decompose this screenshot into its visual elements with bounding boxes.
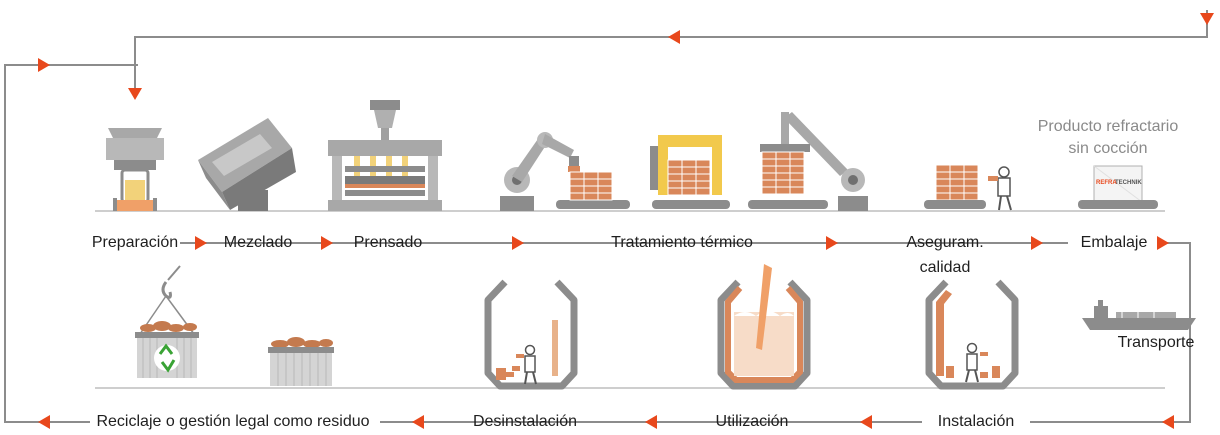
arrow-down-icon (1157, 236, 1169, 250)
step-label-prensado: Prensado (353, 234, 423, 251)
press-icon (328, 100, 442, 211)
arrow-right-icon (321, 236, 333, 250)
kiln-icon (650, 135, 730, 209)
arrow-down-icon (1200, 13, 1214, 25)
worker-icon (988, 166, 1012, 211)
conveyor-bricks-1 (556, 171, 630, 209)
top-loop-line (134, 10, 1208, 95)
ladle-icon (925, 279, 1019, 390)
unfired-product-line2: sin cocción (1068, 140, 1148, 157)
step-label-preparacion: Preparación (91, 234, 179, 251)
arrow-right-icon (512, 236, 524, 250)
step-label-reciclaje: Reciclaje o gestión legal como residuo (96, 413, 370, 430)
step-label-embalaje: Embalaje (1080, 234, 1148, 251)
arrow-left-icon (645, 415, 657, 429)
scrap-container-icon (268, 337, 334, 386)
mixer-icon (198, 118, 296, 211)
step-label-calidad: calidad (919, 259, 971, 276)
arrow-left-icon (668, 30, 680, 44)
arrow-right-icon (1031, 236, 1043, 250)
robot-arm-icon (500, 132, 580, 211)
step-label-utilizacion: Utilización (715, 413, 789, 430)
arrow-down-icon (128, 88, 142, 100)
arrow-left-icon (860, 415, 872, 429)
step-label-transporte: Transporte (1117, 334, 1195, 351)
arrow-right-icon (826, 236, 838, 250)
arrows (38, 13, 1214, 429)
arrow-left-icon (38, 415, 50, 429)
arrow-left-icon (412, 415, 424, 429)
right-connector-line (1030, 242, 1191, 423)
worker-icon (965, 342, 988, 383)
brand-part1: REFRA (1096, 180, 1117, 186)
brand-part2: TECHNIK (1115, 180, 1142, 186)
ladle-icon (484, 279, 578, 390)
worker-icon (516, 344, 537, 385)
step-label-desinstalacion: Desinstalación (472, 413, 578, 430)
packaged-box-icon: REFRA TECHNIK (1078, 165, 1158, 209)
arrow-right-icon (195, 236, 207, 250)
hopper-icon (106, 128, 164, 211)
step-label-aseguram: Aseguram. (906, 234, 984, 251)
step-label-instalacion: Instalación (937, 413, 1015, 430)
inspector-icon (924, 164, 1012, 211)
unfired-product-line1: Producto refractario (1037, 118, 1179, 135)
arrow-right-icon (38, 58, 50, 72)
arrow-left-icon (1162, 415, 1174, 429)
ladle-icon (717, 264, 811, 390)
gantry-robot-icon (748, 112, 868, 211)
step-label-tratamiento-termico: Tratamiento térmico (611, 234, 753, 251)
step-label-mezclado: Mezclado (223, 234, 293, 251)
recycle-container-icon (135, 321, 199, 378)
ship-icon (1082, 300, 1196, 330)
